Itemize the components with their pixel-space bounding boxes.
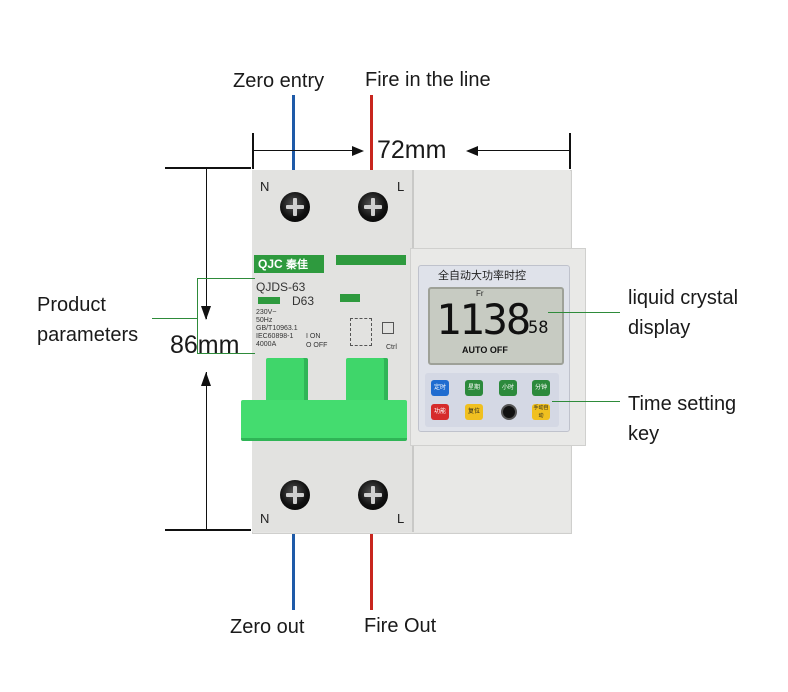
- left-arrow-icon: [466, 146, 478, 156]
- zero-out-wire: [292, 530, 295, 610]
- terminal-l-top-label: L: [397, 179, 405, 194]
- fire-in-line-label: Fire in the line: [365, 69, 491, 91]
- lcd-callout-line: [548, 312, 620, 313]
- toggle-lever-left[interactable]: [266, 358, 308, 404]
- terminal-symbol: [382, 322, 394, 334]
- terminal-n-top-label: N: [260, 179, 270, 194]
- height-dimension-bottom-tick: [165, 529, 251, 531]
- width-dimension-line-right: [472, 150, 569, 151]
- height-dimension-line-top: [206, 169, 207, 319]
- spec-frequency: 50Hz: [256, 317, 273, 324]
- width-dimension-line-left: [254, 150, 360, 151]
- hour-key-button[interactable]: 小时: [499, 380, 517, 396]
- brand-name-cn: 秦佳: [286, 259, 309, 271]
- lcd-seconds: 58: [528, 318, 549, 338]
- off-label: O OFF: [306, 342, 328, 349]
- terminal-l-bottom-label: L: [397, 511, 405, 526]
- spec-capacity: 4000A: [256, 341, 277, 348]
- screw-terminal-icon: [280, 480, 310, 510]
- brand-name: QJC: [258, 257, 283, 271]
- week-key-button[interactable]: 星期: [465, 380, 483, 396]
- lcd-label-line1: liquid crystal: [628, 287, 739, 309]
- zero-entry-label: Zero entry: [233, 70, 325, 92]
- screw-terminal-icon: [358, 480, 388, 510]
- brand-badge: QJC 秦佳: [254, 255, 324, 273]
- width-dimension-left-tick: [252, 133, 254, 169]
- function-key-button[interactable]: 功能: [431, 404, 449, 420]
- breaker-left-module: [252, 170, 414, 532]
- rating-label: D63: [292, 294, 315, 308]
- fire-out-label: Fire Out: [364, 615, 437, 637]
- height-dimension-line-bottom: [206, 372, 207, 529]
- height-dimension-label: 86mm: [170, 331, 240, 359]
- fire-in-wire: [370, 95, 373, 173]
- ctrl-label: Ctrl: [386, 344, 397, 351]
- wiring-symbol: [350, 318, 372, 346]
- minute-key-button[interactable]: 分钟: [532, 380, 550, 396]
- manual-auto-key-button[interactable]: 手动自动: [532, 404, 550, 420]
- key-label-line2: key: [628, 423, 660, 445]
- down-arrow-icon: [201, 306, 211, 320]
- reset-key-button[interactable]: 复位: [465, 404, 483, 420]
- green-strip: [336, 255, 406, 265]
- zero-out-label: Zero out: [230, 616, 305, 638]
- fire-out-wire: [370, 530, 373, 610]
- screw-terminal-icon: [280, 192, 310, 222]
- width-dimension-label: 72mm: [377, 136, 447, 164]
- terminal-n-bottom-label: N: [260, 511, 270, 526]
- product-parameters-callout-line: [152, 318, 198, 319]
- width-dimension-right-tick: [569, 133, 571, 169]
- keypad-callout-line: [552, 401, 620, 402]
- indicator-window-2: [340, 294, 360, 302]
- timer-title: 全自动大功率时控: [438, 270, 526, 282]
- zero-entry-wire: [292, 95, 295, 173]
- screw-terminal-icon: [358, 192, 388, 222]
- indicator-led: [501, 404, 517, 420]
- on-label: I ON: [306, 333, 321, 340]
- lcd-status: AUTO OFF: [462, 345, 508, 355]
- toggle-bar[interactable]: [241, 400, 407, 441]
- timer-key-button[interactable]: 定时: [431, 380, 449, 396]
- right-arrow-icon: [352, 146, 364, 156]
- up-arrow-icon: [201, 372, 211, 386]
- lcd-small-indicator: Fr: [476, 289, 484, 298]
- spec-standard-iec: IEC60898-1: [256, 333, 294, 340]
- height-dimension-top-tick: [165, 167, 251, 169]
- product-parameters-label-line1: Product: [37, 294, 106, 316]
- spec-standard-gb: GB/T10963.1: [256, 325, 298, 332]
- spec-voltage: 230V~: [256, 309, 277, 316]
- lcd-screen: [428, 287, 564, 365]
- key-label-line1: Time setting: [628, 393, 737, 415]
- toggle-lever-right[interactable]: [346, 358, 388, 404]
- indicator-window: [258, 297, 280, 304]
- product-parameters-callout-bracket: [197, 278, 255, 354]
- lcd-digits: 1138: [436, 295, 531, 344]
- model-label: QJDS-63: [256, 280, 306, 294]
- product-parameters-label-line2: parameters: [37, 324, 139, 346]
- lcd-label-line2: display: [628, 317, 691, 339]
